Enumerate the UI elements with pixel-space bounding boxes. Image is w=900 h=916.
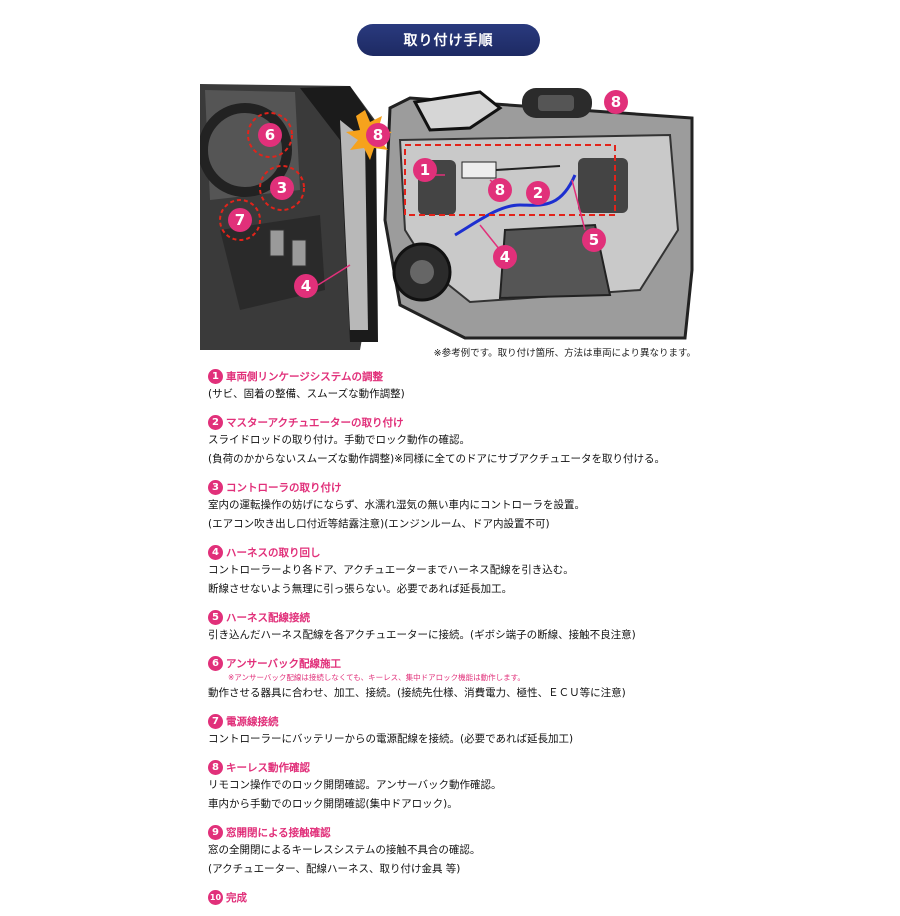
callout-2: 2 [526,181,550,205]
callout-3-label: 3 [277,179,287,197]
step-text-line: 動作させる器具に合わせ、加工、接続。(接続先仕様、消費電力、極性、ＥＣＵ等に注意… [208,687,626,699]
callout-1: 1 [413,158,437,182]
callout-4-label: 4 [500,248,510,266]
step-number-badge: 2 [208,415,223,430]
step-number-badge: 4 [208,545,223,560]
step-text-line: (サビ、固着の整備、スムーズな動作調整) [208,388,405,400]
callout-6-label: 6 [265,126,275,144]
step-title: マスターアクチュエーターの取り付け [226,417,404,429]
step-title: ハーネスの取り回し [226,547,321,559]
step-number-badge: 9 [208,825,223,840]
step-text-line: 車内から手動でのロック開閉確認(集中ドアロック)。 [208,798,458,810]
step-number-badge: 1 [208,369,223,384]
step-text-line: (エアコン吹き出し口付近等結露注意)(エンジンルーム、ドア内設置不可) [208,518,550,530]
callout-7-label: 7 [235,211,245,229]
installation-diagram: 1 2 3 4 5 6 7 8 8 8 4 [200,80,700,350]
callout-1-label: 1 [420,161,430,179]
callout-4: 4 [493,245,517,269]
step-text-line: スライドロッドの取り付け。手動でロック動作の確認。 [208,434,470,446]
step-number-badge: 7 [208,714,223,729]
step-title: 車両側リンケージシステムの調整 [226,371,383,383]
step-title: ハーネス配線接続 [226,612,310,624]
reference-note: ※参考例です。取り付け箇所、方法は車両により異なります。 [433,348,696,359]
callout-6: 6 [258,123,282,147]
step-text-line: 室内の運転操作の妨げにならず、水濡れ湿気の無い車内にコントローラを設置。 [208,499,586,511]
step-text-line: コントローラーにバッテリーからの電源配線を接続。(必要であれば延長加工) [208,733,574,745]
callout-7: 7 [228,208,252,232]
step-text-line: 窓の全開閉によるキーレスシステムの接触不具合の確認。 [208,844,481,856]
step-title: 窓開閉による接触確認 [226,827,331,839]
step-number-badge: 8 [208,760,223,775]
callout-8-fob-label: 8 [611,93,621,111]
step-title: 電源線接続 [226,716,279,728]
step-text-line: 断線させないよう無理に引っ張らない。必要であれば延長加工。 [208,583,513,595]
step-title: コントローラの取り付け [226,482,342,494]
callout-8-burst-label: 8 [373,126,383,144]
callout-4-interior: 4 [294,274,318,298]
step-number-badge: 10 [208,890,223,905]
callout-8-door-label: 8 [495,181,505,199]
step-subnote: ※アンサーバック配線は接続しなくても、キーレス、集中ドアロック機能は動作します。 [228,673,525,682]
page-title: 取り付け手順 [357,24,540,56]
step-text-line: リモコン操作でのロック開閉確認。アンサーバック動作確認。 [208,779,502,791]
step-number-badge: 6 [208,656,223,671]
step-text-line: コントローラーより各ドア、アクチュエーターまでハーネス配線を引き込む。 [208,564,574,576]
callout-8-fob: 8 [604,90,628,114]
callout-8-burst: 8 [366,123,390,147]
step-title: 完成 [226,892,247,904]
step-text-line: (負荷のかからないスムーズな動作調整)※同様に全てのドアにサブアクチュエータを取… [208,453,665,465]
callout-2-label: 2 [533,184,543,202]
step-title: キーレス動作確認 [226,762,310,774]
callout-5: 5 [582,228,606,252]
callout-8-door: 8 [488,178,512,202]
step-title: アンサーバック配線施工 [226,658,341,670]
step-number-badge: 3 [208,480,223,495]
callout-3: 3 [270,176,294,200]
step-text-line: 引き込んだハーネス配線を各アクチュエーターに接続。(ギボシ端子の断線、接触不良注… [208,629,636,641]
step-text-line: (アクチュエーター、配線ハーネス、取り付け金具 等) [208,863,461,875]
callout-5-label: 5 [589,231,599,249]
callout-4-interior-label: 4 [301,277,311,295]
step-number-badge: 5 [208,610,223,625]
